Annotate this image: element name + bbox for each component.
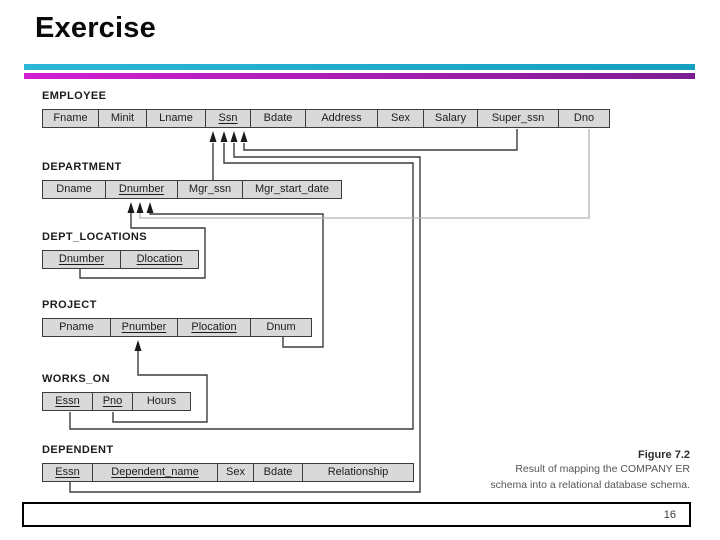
table-employee: EMPLOYEE Fname Minit Lname Ssn Bdate Add… [42, 90, 610, 128]
fk-arrowhead-icon [240, 131, 248, 142]
table-project: PROJECT Pname Pnumber Plocation Dnum [42, 299, 312, 337]
table-name: EMPLOYEE [42, 90, 107, 102]
field-pname: Pname [43, 319, 111, 336]
field-sex: Sex [218, 464, 254, 481]
field-lname: Lname [147, 110, 206, 127]
field-ssn: Ssn [206, 110, 251, 127]
field-mgr-start-date: Mgr_start_date [255, 183, 329, 195]
field-dno: Dno [573, 112, 595, 124]
field-dnumber: Dnumber [43, 251, 121, 268]
accent-line-teal [24, 64, 695, 70]
field-address: Address [306, 110, 378, 127]
table-department: DEPARTMENT Dname Dnumber Mgr_ssn Mgr_sta… [42, 161, 342, 199]
table-name: WORKS_ON [42, 373, 110, 385]
fk-arrowhead-icon [220, 131, 228, 142]
field-bdate: Bdate [254, 464, 303, 481]
field-dlocation: Dlocation [136, 253, 183, 265]
table-row: Dname Dnumber Mgr_ssn Mgr_start_date [42, 180, 342, 199]
fk-arrowhead-icon [146, 202, 154, 213]
fk-arrowhead-icon [127, 202, 135, 213]
field-plocation: Plocation [178, 319, 251, 336]
field-dnumber: Dnumber [106, 181, 178, 198]
field-dependent-name: Dependent_name [93, 464, 218, 481]
table-row: Dnumber Dlocation [42, 250, 199, 269]
table-dependent: DEPENDENT Essn Dependent_name Sex Bdate … [42, 444, 414, 482]
fk-arrowhead-icon [136, 202, 144, 213]
footer-box: 16 [22, 502, 691, 527]
table-works-on: WORKS_ON Essn Pno Hours [42, 373, 191, 411]
fk-line-superssn-to-ssn [243, 129, 518, 151]
table-row: Essn Dependent_name Sex Bdate Relationsh… [42, 463, 414, 482]
field-bdate: Bdate [251, 110, 306, 127]
figure-caption-line2: schema into a relational database schema… [490, 478, 690, 491]
figure-caption-line1: Result of mapping the COMPANY ER [515, 463, 690, 475]
table-name: DEPT_LOCATIONS [42, 231, 148, 243]
field-super-ssn: Super_ssn [478, 110, 559, 127]
accent-line-purple [24, 73, 695, 79]
page-title: Exercise [35, 12, 156, 44]
table-dept-locations: DEPT_LOCATIONS Dnumber Dlocation [42, 231, 199, 269]
field-mgr-ssn: Mgr_ssn [178, 181, 243, 198]
field-salary: Salary [424, 110, 478, 127]
fk-arrowhead-icon [134, 340, 142, 351]
table-row: Essn Pno Hours [42, 392, 191, 411]
table-name: PROJECT [42, 299, 97, 311]
field-pnumber: Pnumber [111, 319, 178, 336]
field-relationship: Relationship [327, 466, 389, 478]
fk-arrowhead-icon [209, 131, 217, 142]
field-dname: Dname [43, 181, 106, 198]
field-pno: Pno [93, 393, 133, 410]
table-name: DEPARTMENT [42, 161, 122, 173]
figure-caption: Figure 7.2 Result of mapping the COMPANY… [490, 448, 690, 493]
table-row: Pname Pnumber Plocation Dnum [42, 318, 312, 337]
fk-arrowhead-icon [230, 131, 238, 142]
field-fname: Fname [43, 110, 99, 127]
field-essn: Essn [43, 393, 93, 410]
figure-caption-title: Figure 7.2 [638, 449, 690, 461]
field-hours: Hours [146, 395, 177, 407]
table-row: Fname Minit Lname Ssn Bdate Address Sex … [42, 109, 610, 128]
field-sex: Sex [378, 110, 424, 127]
table-name: DEPENDENT [42, 444, 114, 456]
field-minit: Minit [99, 110, 147, 127]
field-essn: Essn [43, 464, 93, 481]
field-dnum: Dnum [266, 321, 296, 333]
page-number: 16 [663, 508, 676, 521]
